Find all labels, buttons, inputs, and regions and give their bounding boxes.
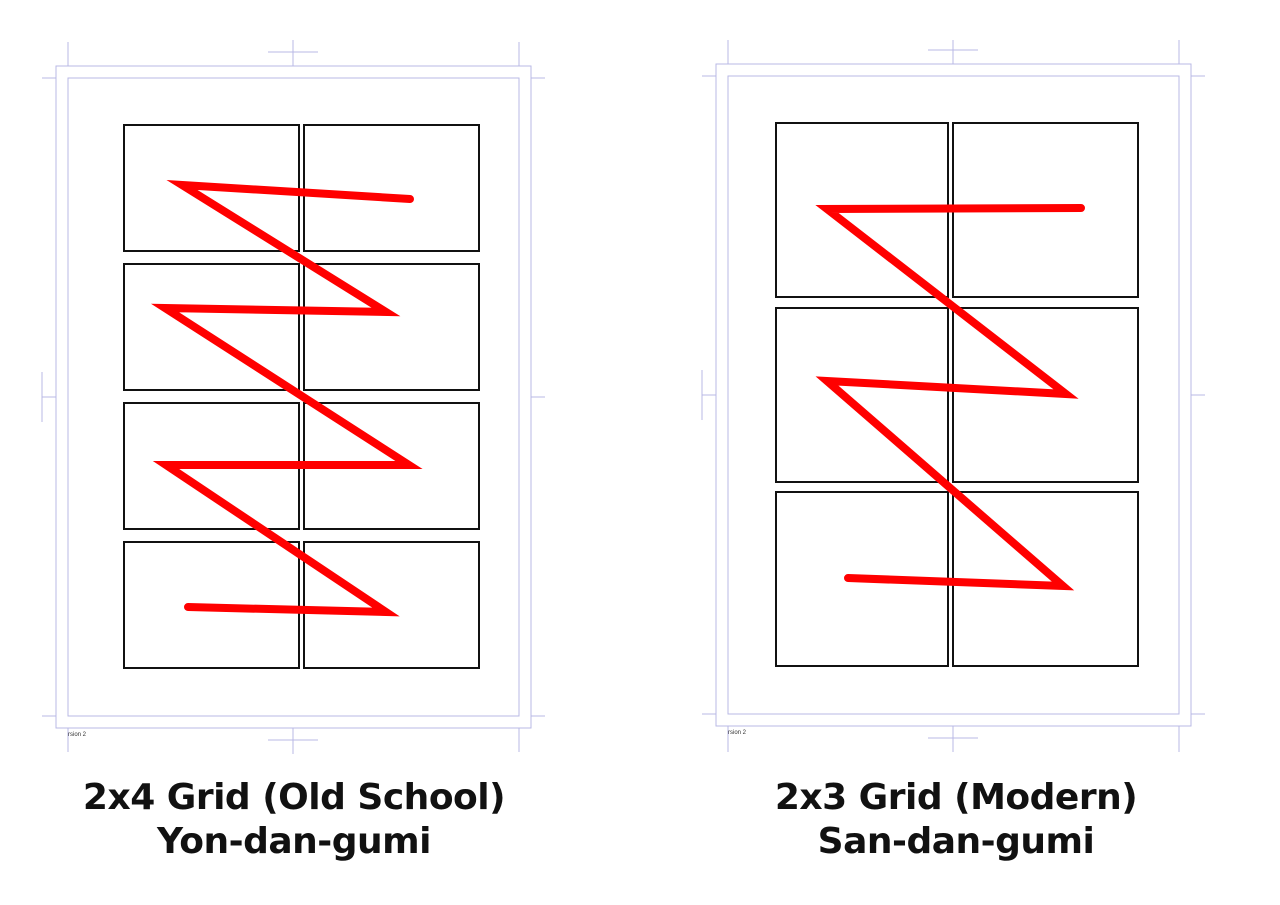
caption-title: 2x3 Grid (Modern) (774, 777, 1138, 818)
caption-2x4-grid: 2x4 Grid (Old School) Yon-dan-gumi (0, 776, 594, 864)
page-slug: rsion 2 (68, 732, 87, 738)
panel (123, 263, 300, 391)
caption-subtitle: San-dan-gumi (817, 821, 1095, 862)
caption-2x3-grid: 2x3 Grid (Modern) San-dan-gumi (656, 776, 1256, 864)
panel (303, 541, 480, 669)
reading-order-path (150, 180, 423, 617)
page-slug: rsion 2 (728, 730, 747, 736)
caption-subtitle: Yon-dan-gumi (157, 821, 431, 862)
reading-order-path (815, 204, 1085, 591)
panel (303, 124, 480, 252)
page-left-2x4: rsion 2 (41, 40, 545, 754)
caption-title: 2x4 Grid (Old School) (82, 777, 506, 818)
panel (952, 307, 1139, 483)
page-guides (701, 40, 1205, 752)
panel (303, 263, 480, 391)
page-right-2x3: rsion 2 (701, 40, 1205, 752)
panel (775, 307, 949, 483)
page-guides (41, 40, 545, 754)
